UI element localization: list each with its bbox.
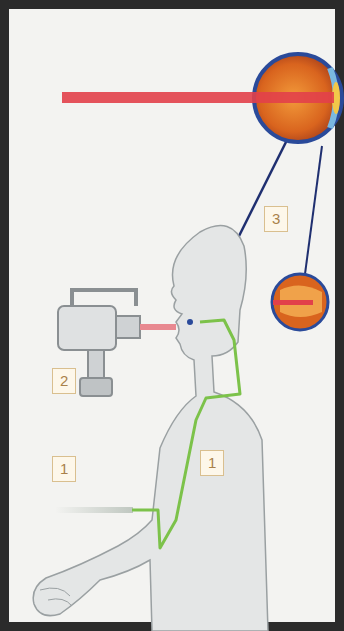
callout-number: 1 xyxy=(52,456,76,482)
stimulus-line xyxy=(55,507,133,513)
callout-number: 3 xyxy=(264,206,288,232)
laser-beam xyxy=(62,92,334,103)
camera-beam xyxy=(140,324,176,330)
nerve-pathway xyxy=(132,320,240,548)
detail-line xyxy=(305,146,322,274)
camera xyxy=(58,306,116,350)
callout-number: 1 xyxy=(200,450,224,476)
human-figure xyxy=(33,226,268,631)
retina-detail xyxy=(272,274,328,330)
callout-number: 2 xyxy=(52,368,76,394)
